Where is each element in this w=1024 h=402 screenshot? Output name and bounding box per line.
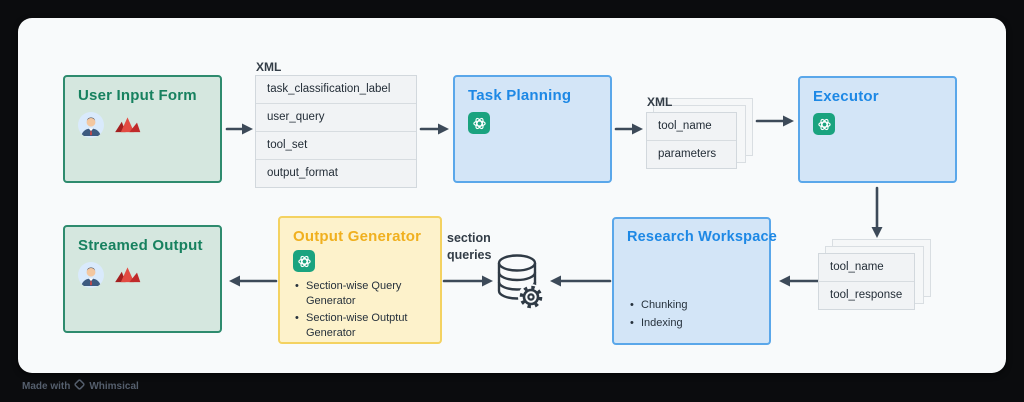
- xml-form-row: output_format: [267, 167, 338, 179]
- xml-form-row: user_query: [256, 104, 416, 132]
- tool-result-row: tool_name: [819, 254, 914, 282]
- xml-label-toolcall: XML: [647, 95, 673, 109]
- bullet-item: Section-wise Query Generator: [293, 279, 421, 308]
- node-user-input-form: User Input Form: [63, 75, 222, 183]
- node-title: Executor: [813, 88, 879, 105]
- openai-icon: [813, 113, 835, 135]
- node-title: Task Planning: [468, 87, 572, 104]
- xml-label-form: XML: [256, 60, 282, 74]
- xml-toolcall-card: tool_name parameters: [646, 112, 737, 169]
- xml-toolcall-row: parameters: [658, 148, 717, 160]
- paper-boat-icon: [113, 266, 142, 290]
- tool-result-row: tool_response: [830, 289, 903, 301]
- database-gear-icon: [495, 253, 545, 316]
- xml-form-row: task_classification_label: [256, 76, 416, 104]
- node-title: User Input Form: [78, 87, 197, 104]
- node-title: Streamed Output: [78, 237, 203, 254]
- node-executor: Executor: [798, 76, 957, 183]
- watermark-prefix: Made with: [22, 380, 71, 392]
- whimsical-watermark: Made with Whimsical: [22, 379, 139, 393]
- node-output-generator: Output Generator Section-wise Query Gene…: [278, 216, 442, 344]
- section-queries-label: section queries: [447, 231, 492, 262]
- openai-icon: [293, 250, 315, 272]
- bullet-item: Chunking: [628, 298, 687, 313]
- paper-boat-icon: [113, 116, 142, 140]
- user-avatar-icon: [78, 112, 104, 143]
- bullet-item: Indexing: [628, 316, 687, 331]
- watermark-brand: Whimsical: [89, 380, 139, 392]
- xml-form-row: tool_set: [256, 132, 416, 160]
- openai-icon: [468, 112, 490, 134]
- user-avatar-icon: [78, 262, 104, 293]
- xml-toolcall-row: tool_name: [647, 113, 736, 141]
- node-task-planning: Task Planning: [453, 75, 612, 183]
- bullet-item: Section-wise Outptut Generator: [293, 311, 421, 340]
- node-title: Output Generator: [293, 228, 422, 245]
- node-title: Research Workspace: [627, 229, 778, 245]
- whimsical-logo-icon: [74, 379, 85, 393]
- tool-result-card: tool_name tool_response: [818, 253, 915, 310]
- xml-form-card: task_classification_label user_query too…: [255, 75, 417, 188]
- node-research-workspace: Research Workspace Chunking Indexing: [612, 217, 778, 345]
- node-streamed-output: Streamed Output: [63, 225, 222, 333]
